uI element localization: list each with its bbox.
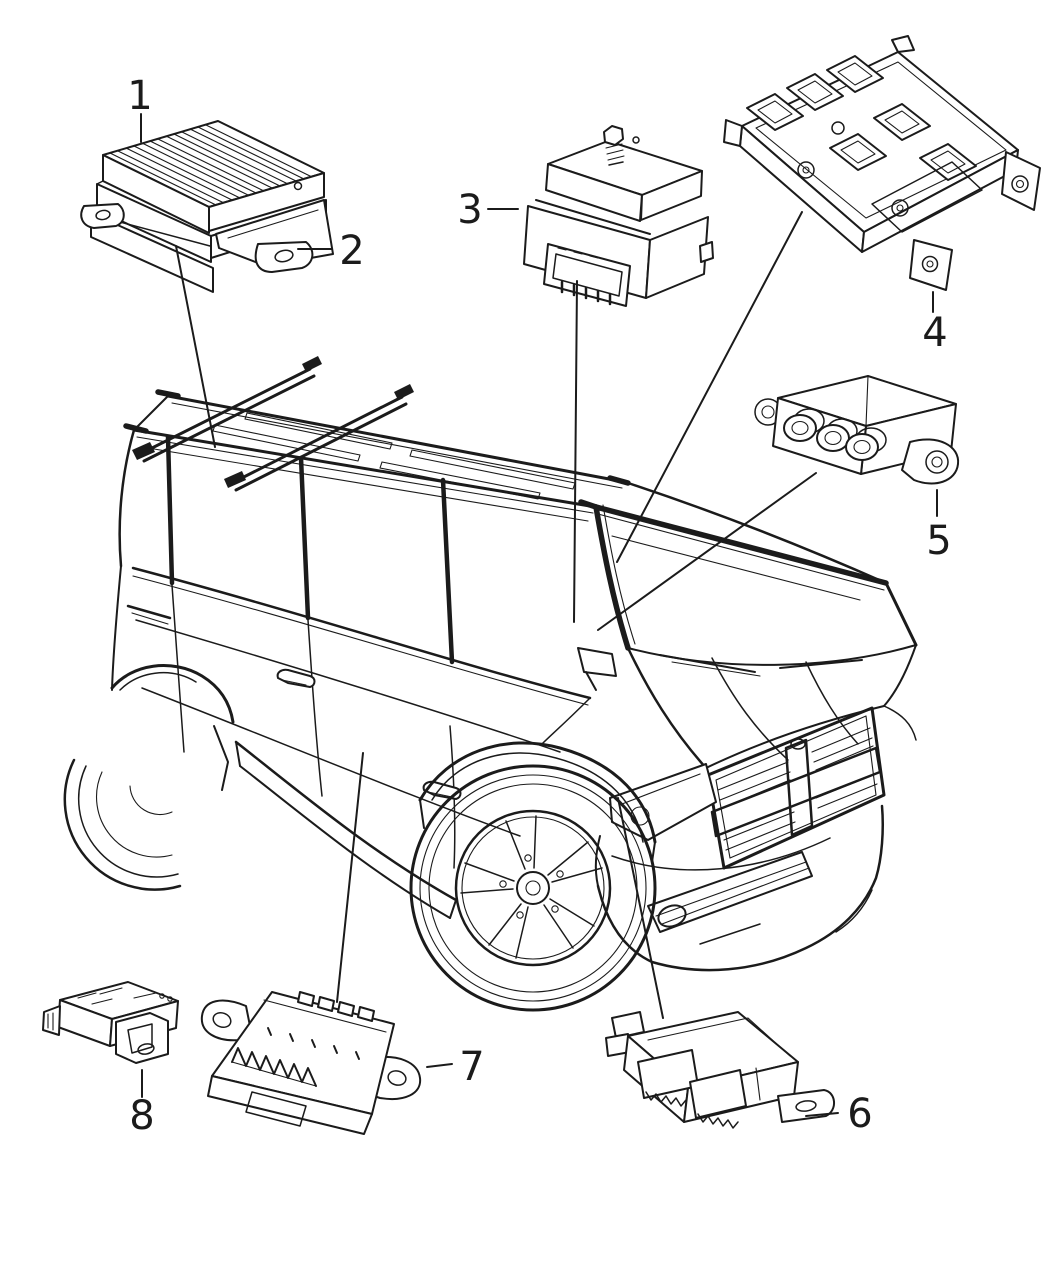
callout-6: 6 [805, 1091, 873, 1137]
roof-rack [123, 356, 631, 514]
grille-badge [790, 738, 806, 750]
module-3-illustration [523, 125, 714, 307]
heatsink-fins [109, 124, 313, 206]
mounting-tab [777, 1089, 835, 1123]
leader-line-7 [336, 752, 364, 1003]
rear-body [111, 428, 172, 691]
module-4-illustration [723, 35, 1041, 291]
mounting-ear-left [200, 999, 253, 1042]
label-markings [77, 987, 157, 1005]
callout-1: 1 [127, 73, 153, 143]
callout-7-number: 7 [459, 1044, 484, 1090]
mounting-ear-right [1001, 151, 1041, 211]
module-5-illustration [754, 375, 960, 485]
callout-3-number: 3 [457, 187, 482, 233]
callout-8: 8 [129, 1069, 155, 1139]
callout-2-number: 2 [339, 228, 364, 274]
callout-7: 7 [426, 1044, 485, 1090]
bracket-foot-left [80, 203, 125, 229]
leader-line-3 [573, 280, 578, 623]
side-windows [131, 434, 592, 706]
rear-wiper [126, 604, 172, 620]
screw [293, 181, 303, 191]
side-mirror [577, 647, 617, 691]
connector-pins [560, 280, 612, 306]
wiper-blade [659, 654, 756, 673]
connector-teeth-row [231, 1047, 317, 1087]
mounting-ear-bottom [909, 239, 953, 291]
rear-wheel [63, 664, 235, 891]
windshield [593, 480, 918, 677]
module-8-illustration [42, 981, 179, 1064]
leader-line-5 [597, 472, 817, 631]
callout-3: 3 [457, 187, 519, 233]
leader-line-4 [616, 211, 803, 563]
mounting-bracket [115, 1012, 169, 1064]
front-wheel [409, 741, 657, 1012]
connector-cups-top [297, 991, 375, 1022]
bracket-foot-right [254, 241, 314, 273]
callout-5-number: 5 [926, 518, 951, 564]
callout-5: 5 [926, 489, 952, 564]
leader-line-1 [175, 245, 216, 448]
connector-stub [42, 1005, 61, 1036]
callout-4-number: 4 [922, 310, 947, 356]
callout-labels: 1 2 3 4 5 6 7 8 [127, 73, 951, 1139]
leader-line-6 [617, 797, 664, 1019]
mounting-ear-right [901, 438, 960, 485]
leader-lines [175, 211, 817, 1019]
body-side [135, 584, 591, 919]
callout-4: 4 [922, 291, 948, 356]
vehicle-illustration [63, 356, 918, 1012]
module-6-illustration [605, 1011, 835, 1129]
callout-1-number: 1 [127, 73, 152, 119]
fog-lamp [657, 904, 687, 928]
door-handle-rear [276, 668, 316, 688]
callout-6-number: 6 [847, 1091, 872, 1137]
front-grille [706, 706, 886, 870]
lug-nuts [499, 854, 564, 919]
connector [543, 243, 631, 307]
wheel-spokes [460, 815, 603, 959]
wiper-blade-2 [779, 659, 863, 669]
front-bumper [594, 804, 884, 972]
door-handle-front [422, 780, 462, 800]
connector-banks [637, 1049, 747, 1129]
callout-8-number: 8 [129, 1093, 154, 1139]
barrel-connectors [783, 408, 887, 461]
callout-2: 2 [297, 228, 365, 274]
module-7-illustration [200, 991, 422, 1135]
lower-intake [647, 851, 813, 933]
stud-bolt [603, 125, 640, 166]
